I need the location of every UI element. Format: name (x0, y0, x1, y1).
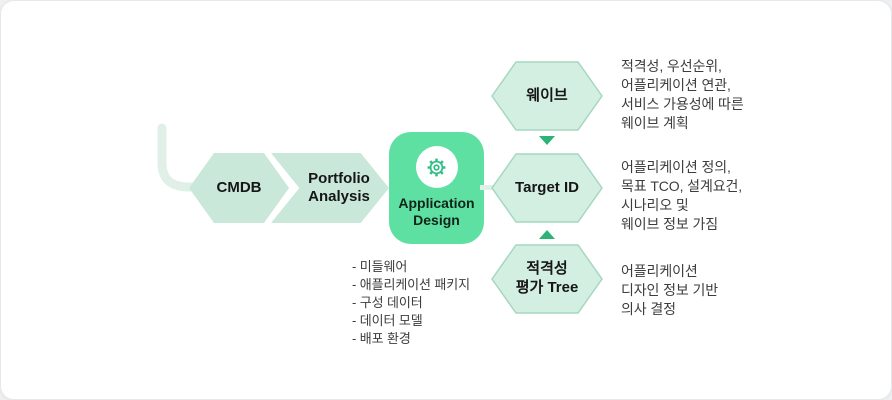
list-item: - 구성 데이터 (352, 295, 423, 310)
gear-icon (427, 158, 446, 176)
list-item: - 애플리케이션 패키지 (352, 277, 470, 292)
node-cmdb-label: CMDB (216, 179, 262, 196)
gear-icon-circle (415, 146, 458, 188)
text-line: 서비스 가용성에 따른 (621, 96, 744, 112)
node-wave-label: 웨이브 (526, 86, 568, 104)
node-target-id: Target ID (491, 153, 603, 223)
text-line: 목표 TCO, 설계요건, (621, 178, 743, 194)
text-line: 의사 결정 (621, 301, 676, 317)
hexagon-shape (491, 244, 603, 314)
hexagon-shape (491, 153, 603, 223)
arrow-up-icon (539, 230, 555, 239)
text-line: 어플리케이션 정의, (621, 159, 731, 175)
text-line: 웨이브 계획 (621, 115, 689, 131)
text-line: 웨이브 정보 가짐 (621, 216, 719, 232)
eligibility-tree-description: 어플리케이션 디자인 정보 기반 의사 결정 (621, 262, 718, 319)
node-wave: 웨이브 (491, 61, 603, 131)
text-line: 디자인 정보 기반 (621, 282, 719, 298)
text-line: 시나리오 및 (621, 197, 689, 213)
application-design-outputs-list: - 미들웨어 - 애플리케이션 패키지 - 구성 데이터 - 데이터 모델 - … (352, 258, 470, 348)
node-target-id-label: Target ID (515, 178, 579, 196)
text-line: 어플리케이션 (621, 263, 698, 279)
list-item: - 데이터 모델 (352, 313, 423, 328)
list-item: - 배포 환경 (352, 331, 411, 346)
target-id-description: 어플리케이션 정의, 목표 TCO, 설계요건, 시나리오 및 웨이브 정보 가… (621, 158, 742, 234)
connector-line (480, 185, 496, 190)
text-line: 적격성, 우선순위, (621, 58, 722, 74)
list-item: - 미들웨어 (352, 259, 408, 274)
hexagon-shape (491, 61, 603, 131)
flow-entry-curve (157, 123, 197, 192)
wave-description: 적격성, 우선순위, 어플리케이션 연관, 서비스 가용성에 따른 웨이브 계획 (621, 57, 744, 133)
arrow-down-icon (539, 136, 555, 145)
text-line: 어플리케이션 연관, (621, 77, 731, 93)
